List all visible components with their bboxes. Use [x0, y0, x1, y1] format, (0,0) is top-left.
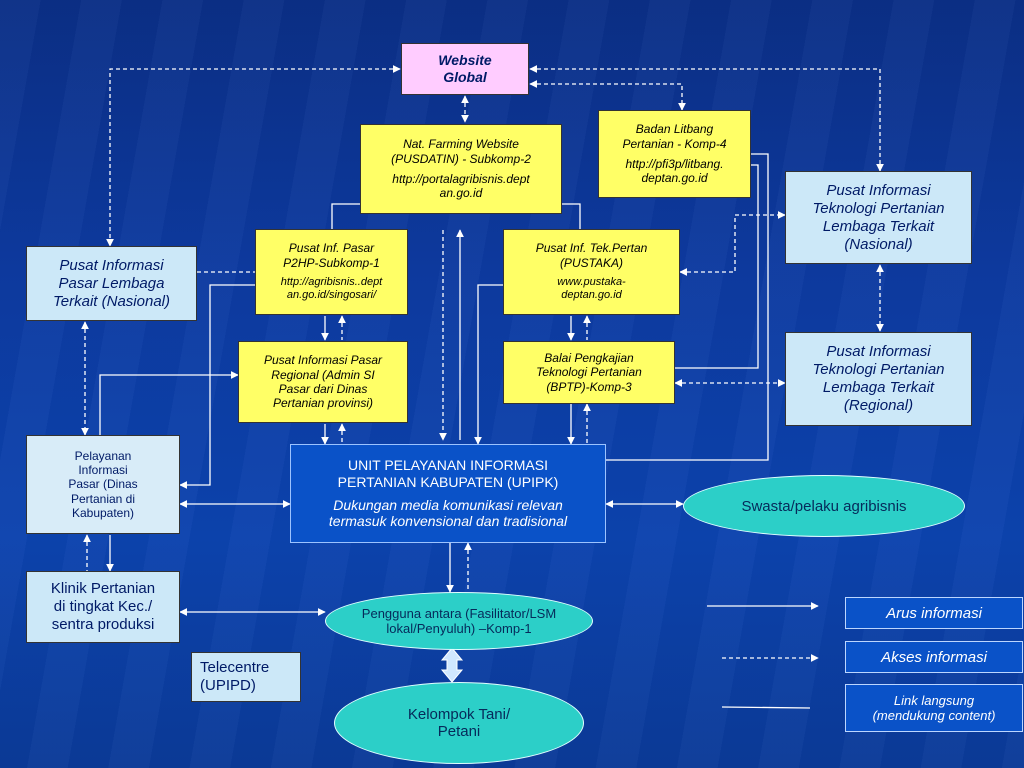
tek-pertan-line2: (PUSTAKA) — [559, 255, 624, 270]
teknologi-nasional-line4: (Nasional) — [844, 235, 913, 253]
telecentre-line2: (UPIPD) — [200, 677, 256, 694]
nat-farming-box: Nat. Farming Website (PUSDATIN) - Subkom… — [360, 124, 562, 214]
legend-arus-label: Arus informasi — [886, 604, 982, 622]
kelompok-tani-ellipse: Kelompok Tani/ Petani — [334, 682, 584, 764]
teknologi-nasional-line2: Teknologi Pertanian — [812, 199, 945, 217]
teknologi-regional-line2: Teknologi Pertanian — [812, 361, 945, 378]
badan-litbang-url2: deptan.go.id — [641, 171, 708, 186]
badan-litbang-box: Badan Litbang Pertanian - Komp-4 http://… — [598, 110, 751, 198]
pelayanan-line2: Informasi — [78, 462, 128, 477]
balai-line2: Teknologi Pertanian — [536, 365, 642, 380]
double-arrow-icon — [440, 647, 464, 683]
teknologi-nasional-line1: Pusat Informasi — [826, 181, 931, 199]
tek-pertan-line1: Pusat Inf. Tek.Pertan — [535, 241, 648, 256]
klinik-line2: di tingkat Kec./ — [53, 598, 153, 615]
nat-farming-url1: http://portalagribisnis.dept — [392, 172, 530, 186]
teknologi-regional-line4: (Regional) — [843, 397, 914, 414]
pusat-inf-tek-pertan-box: Pusat Inf. Tek.Pertan (PUSTAKA) www.pust… — [503, 229, 680, 315]
swasta-ellipse: Swasta/pelaku agribisnis — [683, 475, 965, 537]
p2hp-url2: an.go.id/singosari/ — [286, 289, 377, 302]
kelompok-tani-line2: Petani — [437, 723, 481, 740]
klinik-line3: sentra produksi — [51, 616, 155, 633]
website-global-line1: Website — [438, 52, 492, 69]
pelayanan-line4: Pertanian di — [70, 491, 136, 506]
pelayanan-line5: Kabupaten) — [71, 506, 135, 521]
kelompok-tani-line1: Kelompok Tani/ — [407, 706, 511, 723]
upipk-title1: UNIT PELAYANAN INFORMASI — [348, 456, 548, 473]
teknologi-regional-line3: Lembaga Terkait — [822, 379, 935, 396]
pelayanan-line1: Pelayanan — [74, 448, 132, 463]
legend-akses-label: Akses informasi — [881, 648, 987, 666]
tek-pertan-url1: www.pustaka- — [557, 276, 626, 289]
pasar-regional-line4: Pertanian provinsi) — [272, 396, 374, 411]
p2hp-url1: http://agribisnis..dept — [280, 276, 383, 289]
upipk-sub2: termasuk konvensional dan tradisional — [328, 513, 568, 530]
balai-line3: (BPTP)-Komp-3 — [546, 379, 632, 394]
balai-pengkajian-box: Balai Pengkajian Teknologi Pertanian (BP… — [503, 341, 675, 404]
balai-line1: Balai Pengkajian — [544, 350, 634, 365]
pusat-info-pasar-nasional-box: Pusat Informasi Pasar Lembaga Terkait (N… — [26, 246, 197, 321]
p2hp-line1: Pusat Inf. Pasar — [288, 241, 375, 256]
pengguna-line1: Pengguna antara (Fasilitator/LSM — [361, 606, 557, 621]
pusat-info-teknologi-nasional-box: Pusat Informasi Teknologi Pertanian Lemb… — [785, 171, 972, 264]
swasta-label: Swasta/pelaku agribisnis — [741, 497, 907, 515]
badan-litbang-line1: Badan Litbang — [635, 122, 714, 137]
pasar-regional-line3: Pasar dari Dinas — [278, 382, 368, 396]
nat-farming-url2: an.go.id — [439, 186, 483, 201]
upipk-box: UNIT PELAYANAN INFORMASI PERTANIAN KABUP… — [290, 444, 606, 543]
pusat-info-teknologi-regional-box: Pusat Informasi Teknologi Pertanian Lemb… — [785, 332, 972, 426]
pengguna-line2: lokal/Penyuluh) –Komp-1 — [386, 621, 532, 636]
pusat-info-pasar-regional-box: Pusat Informasi Pasar Regional (Admin SI… — [238, 341, 408, 423]
pelayanan-line3: Pasar (Dinas — [68, 477, 138, 492]
pasar-regional-line1: Pusat Informasi Pasar — [263, 353, 383, 368]
pasar-nasional-line3: Terkait (Nasional) — [53, 292, 170, 310]
website-global-line2: Global — [443, 69, 487, 85]
badan-litbang-url1: http://pfi3p/litbang. — [625, 157, 724, 171]
nat-farming-line1: Nat. Farming Website — [403, 137, 519, 152]
badan-litbang-line2: Pertanian - Komp-4 — [622, 136, 727, 151]
upipk-sub1: Dukungan media komunikasi relevan — [333, 496, 563, 513]
teknologi-nasional-line3: Lembaga Terkait — [822, 217, 935, 235]
pasar-nasional-line2: Pasar Lembaga — [58, 274, 165, 292]
teknologi-regional-line1: Pusat Informasi — [826, 343, 931, 360]
pengguna-ellipse: Pengguna antara (Fasilitator/LSM lokal/P… — [325, 592, 593, 650]
p2hp-line2: P2HP-Subkomp-1 — [283, 255, 380, 270]
pasar-nasional-line1: Pusat Informasi — [59, 256, 164, 274]
legend-arus-informasi: Arus informasi — [845, 597, 1023, 629]
legend-link-line2: (mendukung content) — [872, 708, 996, 723]
pusat-inf-pasar-p2hp-box: Pusat Inf. Pasar P2HP-Subkomp-1 http://a… — [255, 229, 408, 315]
telecentre-box: Telecentre (UPIPD) — [191, 652, 301, 702]
klinik-box: Klinik Pertanian di tingkat Kec./ sentra… — [26, 571, 180, 643]
telecentre-line1: Telecentre — [200, 659, 270, 676]
legend-link-line1: Link langsung — [893, 693, 975, 708]
pelayanan-informasi-box: Pelayanan Informasi Pasar (Dinas Pertani… — [26, 435, 180, 534]
legend-link-langsung: Link langsung (mendukung content) — [845, 684, 1023, 732]
website-global-box: Website Global — [401, 43, 529, 95]
klinik-line1: Klinik Pertanian — [50, 580, 156, 597]
legend-akses-informasi: Akses informasi — [845, 641, 1023, 673]
upipk-title2: PERTANIAN KABUPATEN (UPIPK) — [337, 473, 559, 490]
pasar-regional-line2: Regional (Admin SI — [271, 367, 375, 382]
tek-pertan-url2: deptan.go.id — [561, 289, 622, 302]
nat-farming-line2: (PUSDATIN) - Subkomp-2 — [391, 151, 531, 166]
